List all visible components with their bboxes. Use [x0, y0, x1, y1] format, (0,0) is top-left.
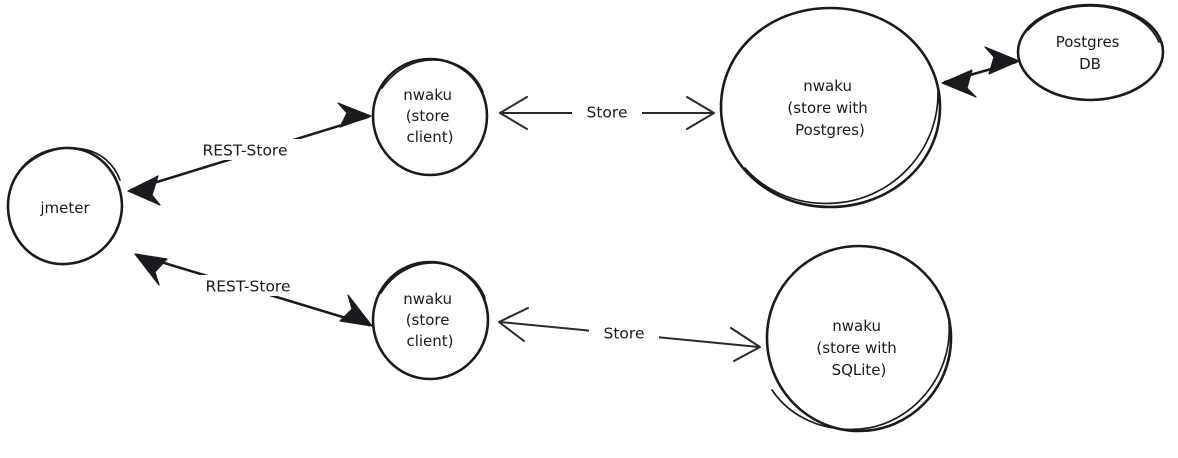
node-nwaku-store-client-bottom-label: nwaku (store client)	[403, 290, 456, 350]
node-nwaku-store-sqlite[interactable]: nwaku (store with SQLite)	[765, 244, 953, 433]
edge-postgres-node-to-db-arrowhead-end	[984, 46, 1020, 75]
node-nwaku-store-postgres[interactable]: nwaku (store with Postgres)	[719, 6, 942, 209]
node-jmeter-line-0: jmeter	[39, 199, 90, 217]
node-nwaku-store-sqlite-line-1: (store with	[816, 339, 896, 357]
node-nwaku-store-sqlite-line-0: nwaku	[832, 317, 881, 335]
postgres-db-ellipse-outline	[1016, 3, 1165, 102]
node-nwaku-store-sqlite-line-2: SQLite)	[832, 361, 887, 379]
jmeter-circle-outline	[6, 146, 124, 266]
edge-client-top-to-postgres-node-label: Store	[587, 104, 628, 122]
edge-postgres-node-to-db[interactable]	[941, 46, 1020, 98]
node-postgres-db-label: Postgres DB	[1056, 33, 1125, 73]
edge-jmeter-to-client-top-label-bg	[178, 139, 312, 160]
edge-jmeter-to-client-bottom[interactable]: REST-Store	[134, 253, 373, 327]
node-jmeter[interactable]: jmeter	[6, 146, 124, 266]
edge-client-bottom-to-sqlite-node-label: Store	[604, 325, 645, 343]
node-nwaku-store-client-top-line-2: client)	[406, 128, 453, 146]
edge-client-top-to-postgres-node-arrowhead-end	[686, 96, 715, 130]
edge-jmeter-to-client-top-arrowhead-end	[337, 102, 372, 128]
edge-jmeter-to-client-top[interactable]: REST-Store	[127, 102, 372, 206]
edge-postgres-node-to-db-arrowhead-start	[941, 69, 977, 98]
jmeter-circle-sketch-overlap	[19, 147, 121, 181]
edge-jmeter-to-client-bottom-arrowhead-start	[134, 253, 168, 286]
nwaku-store-client-top-sketch-overlap	[381, 59, 484, 93]
node-postgres-db-line-1: DB	[1079, 55, 1101, 73]
edge-client-top-to-postgres-node-label-bg	[572, 102, 642, 124]
node-nwaku-store-postgres-line-2: Postgres)	[795, 121, 865, 139]
edge-client-bottom-to-sqlite-node-arrowhead-end	[730, 327, 761, 362]
nwaku-store-sqlite-circle-outline	[765, 244, 953, 433]
edge-client-bottom-to-sqlite-node[interactable]: Store	[498, 307, 761, 362]
node-nwaku-store-postgres-line-0: nwaku	[803, 77, 852, 95]
node-nwaku-store-postgres-label: nwaku (store with Postgres)	[787, 77, 872, 139]
edge-jmeter-to-client-bottom-label-bg	[181, 275, 315, 296]
postgres-db-sketch-overlap	[1027, 5, 1160, 43]
node-nwaku-store-client-top-line-1: (store	[406, 107, 450, 125]
edge-client-top-to-postgres-node-arrowhead-start	[499, 96, 528, 130]
nwaku-store-postgres-sketch-overlap	[744, 91, 939, 205]
node-nwaku-store-postgres-line-1: (store with	[787, 99, 867, 117]
node-postgres-db[interactable]: Postgres DB	[1016, 3, 1165, 102]
node-nwaku-store-client-top[interactable]: nwaku (store client)	[371, 57, 489, 177]
edge-client-bottom-to-sqlite-node-label-bg	[589, 323, 659, 346]
node-nwaku-store-client-top-label: nwaku (store client)	[403, 86, 456, 146]
edge-client-bottom-to-sqlite-node-arrowhead-start	[498, 307, 529, 342]
node-nwaku-store-client-bottom-line-2: client)	[406, 332, 453, 350]
node-jmeter-label: jmeter	[39, 199, 90, 217]
edge-jmeter-to-client-top-label: REST-Store	[202, 142, 287, 160]
node-nwaku-store-client-top-line-0: nwaku	[403, 86, 452, 104]
nwaku-store-postgres-ellipse-outline	[719, 6, 942, 209]
node-nwaku-store-client-bottom-line-1: (store	[406, 311, 450, 329]
nwaku-store-sqlite-sketch-overlap	[771, 321, 951, 431]
edge-jmeter-to-client-bottom-arrowhead-end	[339, 294, 373, 327]
nwaku-store-client-bottom-sketch-overlap	[380, 262, 486, 299]
node-nwaku-store-client-bottom-line-0: nwaku	[403, 290, 452, 308]
node-nwaku-store-client-bottom[interactable]: nwaku (store client)	[371, 260, 490, 381]
node-postgres-db-line-0: Postgres	[1056, 33, 1120, 51]
node-nwaku-store-sqlite-label: nwaku (store with SQLite)	[816, 317, 901, 379]
edge-jmeter-to-client-bottom-label: REST-Store	[205, 278, 290, 296]
edge-jmeter-to-client-top-arrowhead-start	[127, 175, 161, 206]
edge-client-top-to-postgres-node[interactable]: Store	[499, 96, 715, 130]
